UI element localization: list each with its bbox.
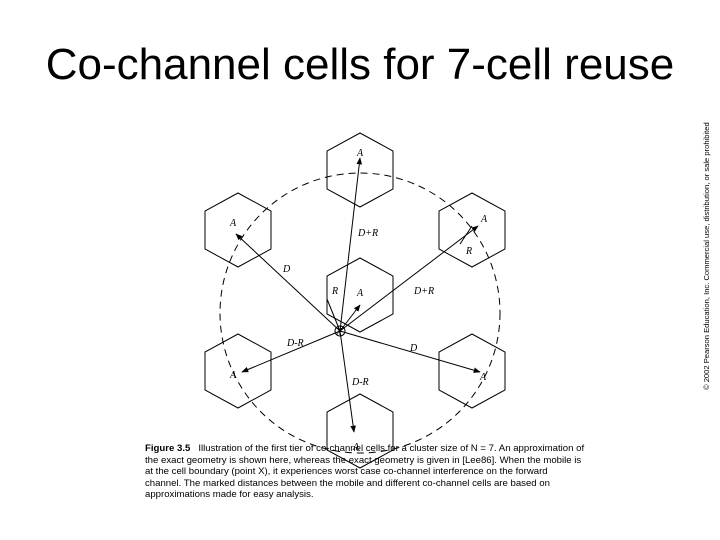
arrow-to-bottom-cell <box>339 330 356 433</box>
figure-number: Figure 3.5 <box>145 443 191 454</box>
figure-caption: Figure 3.5 Illustration of the first tie… <box>145 443 585 501</box>
cluster-boundary-circle <box>219 172 501 454</box>
arrow-to-upper-left-cell <box>235 233 341 332</box>
cell-label-upper-left: A <box>229 218 237 229</box>
cell-center <box>326 257 394 333</box>
cell-top <box>326 132 394 208</box>
cell-lower-left <box>204 333 272 409</box>
distance-label-upper-left: D <box>282 264 291 275</box>
cell-label-lower-left: A <box>229 370 237 381</box>
radius-line-center <box>326 298 341 332</box>
cell-label-upper-right: A <box>480 214 488 225</box>
cell-bottom <box>326 393 394 469</box>
cell-label-bottom: A <box>352 442 360 453</box>
distance-label-upper-right: D+R <box>413 286 434 297</box>
radius-line-upper-right <box>459 225 473 245</box>
distance-label-lower-left: D-R <box>286 338 304 349</box>
cell-upper-right <box>438 192 506 268</box>
cell-label-top: A <box>356 148 364 159</box>
arrow-to-lower-left-cell <box>241 330 341 373</box>
copyright-notice: © 2002 Pearson Education, Inc. Commercia… <box>702 122 711 390</box>
radius-label-upper-right: R <box>465 246 472 257</box>
slide-title: Co-channel cells for 7-cell reuse <box>45 40 675 89</box>
arrow-to-top-cell <box>339 157 363 332</box>
distance-label-bottom: D-R <box>351 377 369 388</box>
cell-lower-right <box>438 333 506 409</box>
figure-caption-text: Illustration of the first tier of co-cha… <box>145 443 585 501</box>
arrow-to-lower-right-cell <box>339 330 481 373</box>
radius-label-center: R <box>331 286 338 297</box>
distance-label-lower-right: D <box>409 343 418 354</box>
cell-label-lower-right: A <box>479 372 487 383</box>
distance-label-top: D+R <box>357 228 378 239</box>
arrow-to-upper-right-cell <box>339 225 479 332</box>
arrow-to-center-cell <box>339 304 361 332</box>
cell-label-center: A <box>356 288 364 299</box>
mobile-x-label: X <box>335 327 343 338</box>
cell-upper-left <box>204 192 272 268</box>
